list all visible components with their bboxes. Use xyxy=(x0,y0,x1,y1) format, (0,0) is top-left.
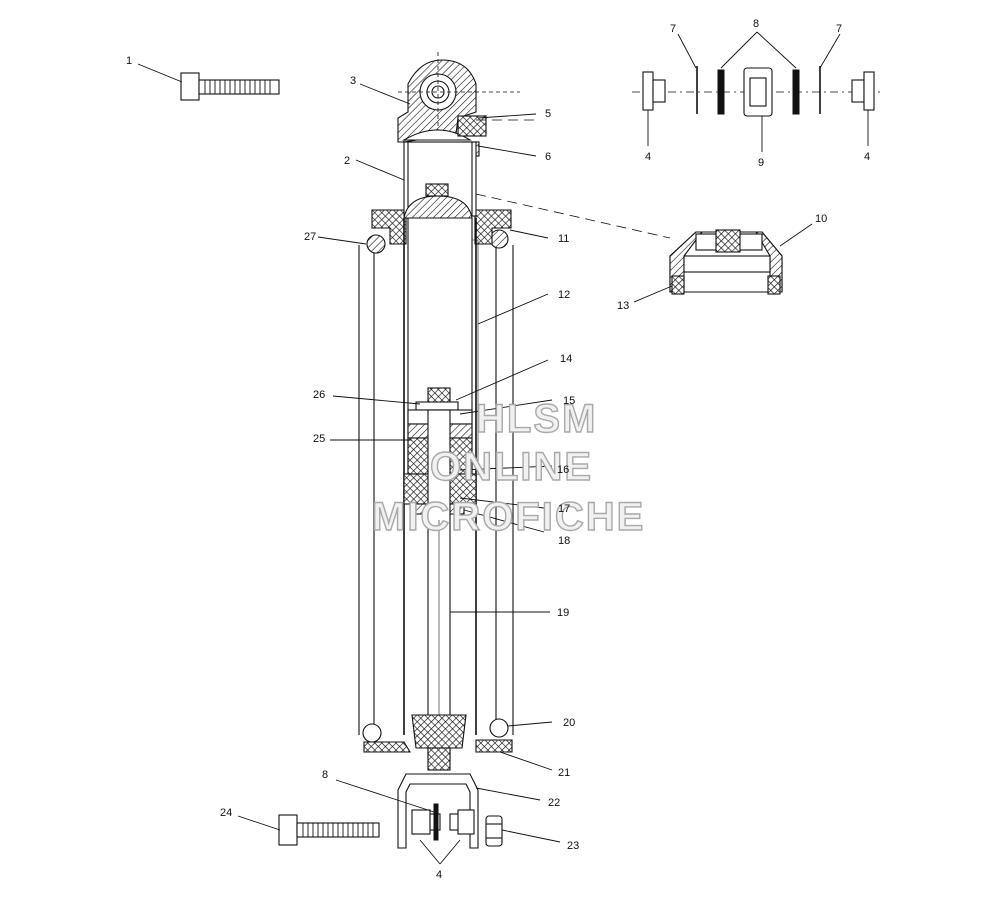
top-eye-mount xyxy=(397,52,520,157)
callout-27: 27 xyxy=(304,231,316,243)
cap-inset xyxy=(669,229,783,295)
callout-18: 18 xyxy=(558,535,570,547)
callout-13: 13 xyxy=(617,300,629,312)
callout-8-bottom: 8 xyxy=(322,769,328,781)
watermark-line-3-outline: MICROFICHE xyxy=(372,495,645,539)
callout-26: 26 xyxy=(313,389,325,401)
callout-8: 8 xyxy=(753,18,759,30)
callout-4: 4 xyxy=(645,151,651,163)
callout-11: 11 xyxy=(558,233,569,245)
callout-10: 10 xyxy=(815,213,827,225)
leader-lines xyxy=(137,31,869,865)
lower-spring-seat xyxy=(363,714,513,771)
callout-24: 24 xyxy=(220,807,232,819)
upper-spring-seat xyxy=(371,209,512,245)
callout-4-right: 4 xyxy=(864,151,870,163)
watermark-line-2: ONLINE xyxy=(430,445,593,489)
reservoir-tube xyxy=(403,141,477,219)
callout-3: 3 xyxy=(350,75,356,87)
watermark: HLSM HLSM ONLINE ONLINE MICROFICHE MICRO… xyxy=(371,396,645,539)
callout-20: 20 xyxy=(563,717,575,729)
callout-2: 2 xyxy=(344,155,350,167)
callout-16: 16 xyxy=(557,464,569,476)
callout-4-bottom: 4 xyxy=(436,869,442,881)
watermark-line-1: HLSM xyxy=(476,397,597,441)
bolt-top xyxy=(180,72,280,101)
callout-1: 1 xyxy=(126,55,132,67)
callout-15: 15 xyxy=(563,395,575,407)
callout-9: 9 xyxy=(758,157,764,169)
bolt-bottom xyxy=(278,814,380,846)
callout-23: 23 xyxy=(567,840,579,852)
callout-25: 25 xyxy=(313,433,325,445)
watermark-line-3: MICROFICHE xyxy=(372,495,645,539)
watermark-line-1-outline: HLSM xyxy=(476,397,597,441)
callout-22: 22 xyxy=(548,797,560,809)
lower-clevis xyxy=(397,773,479,849)
callout-21: 21 xyxy=(558,767,570,779)
callout-7-right: 7 xyxy=(836,23,842,35)
callout-14: 14 xyxy=(560,353,572,365)
nut xyxy=(485,815,503,847)
watermark-line-2-outline: ONLINE xyxy=(430,445,593,489)
callout-6: 6 xyxy=(545,151,551,163)
callout-19: 19 xyxy=(557,607,569,619)
callout-7: 7 xyxy=(670,23,676,35)
callout-17: 17 xyxy=(558,503,570,515)
callout-12: 12 xyxy=(558,289,570,301)
callout-labels: 1 2 3 4 5 6 7 8 9 10 11 12 13 14 15 16 1… xyxy=(126,18,870,881)
callout-5: 5 xyxy=(545,108,551,120)
bushing-inset xyxy=(632,66,884,117)
